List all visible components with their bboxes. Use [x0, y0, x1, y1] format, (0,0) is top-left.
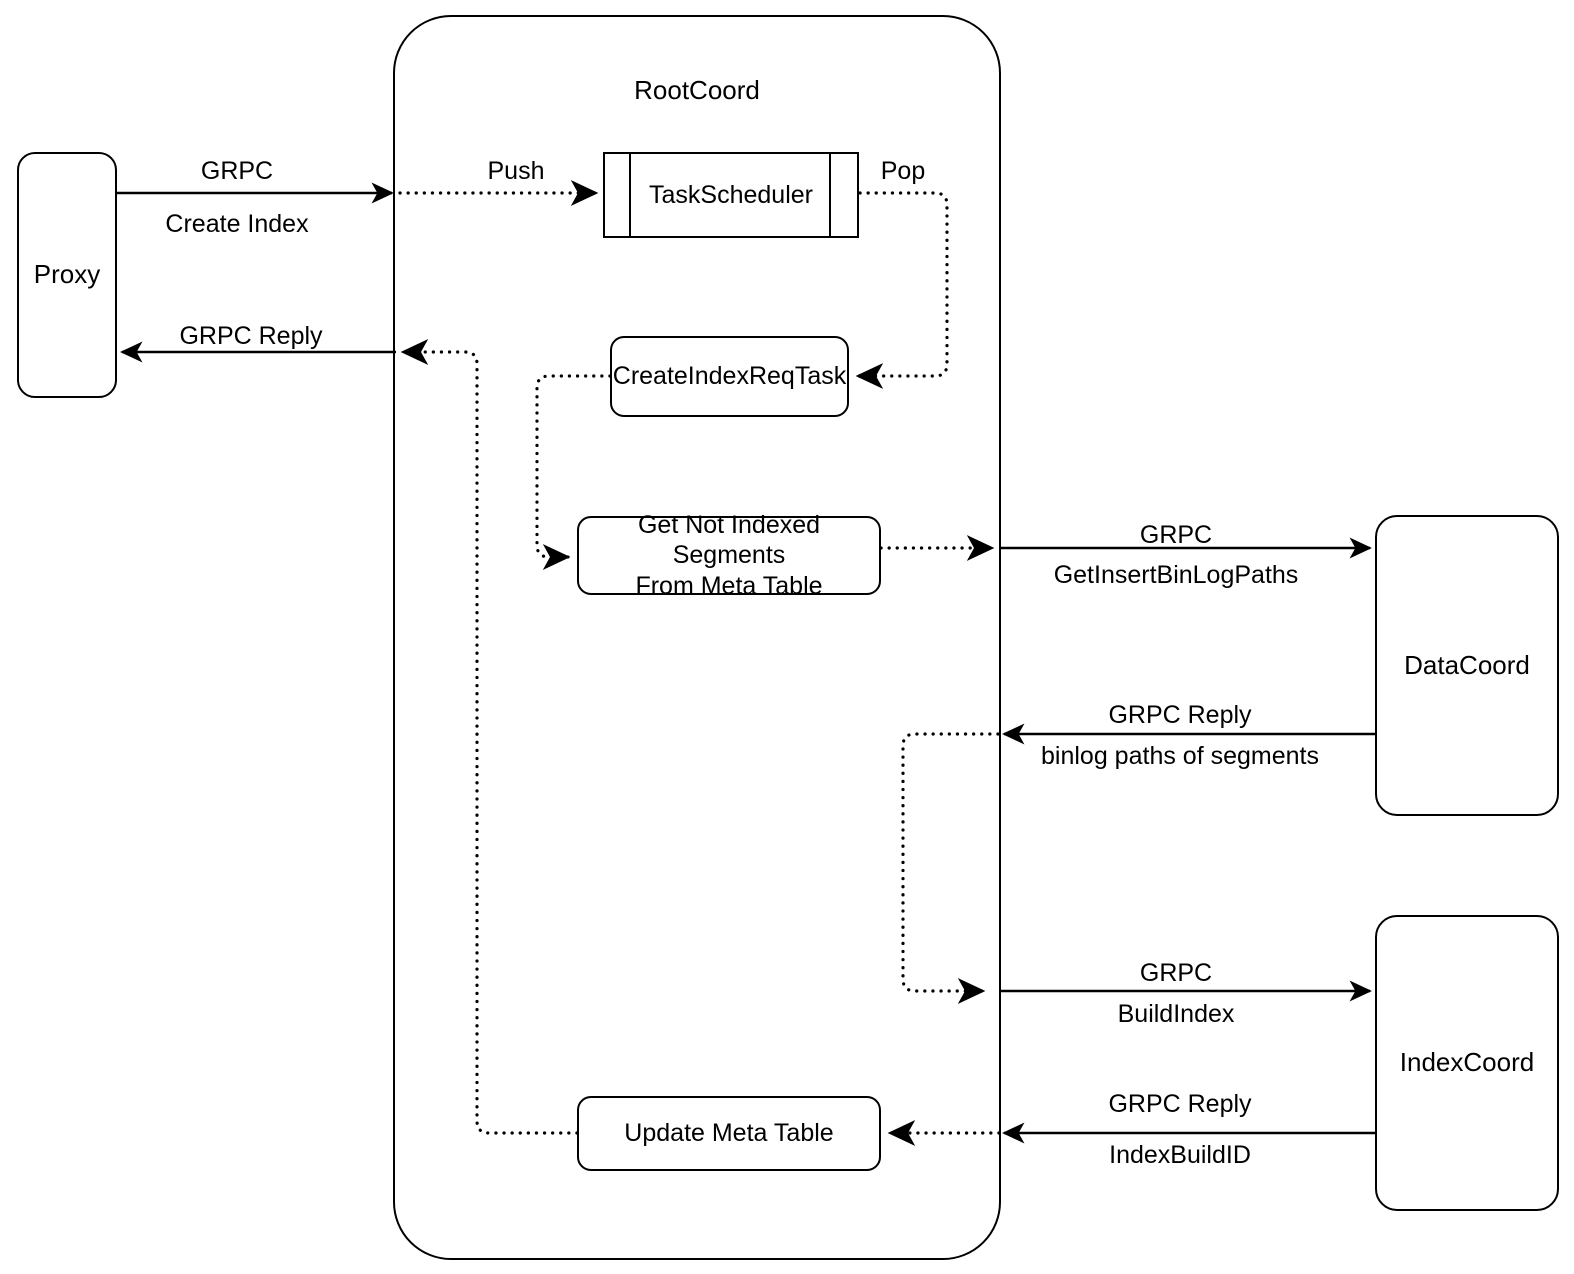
node-proxy-label: Proxy: [33, 259, 101, 290]
node-task-scheduler-label: TaskScheduler: [649, 180, 813, 209]
rootcoord-title: RootCoord: [634, 75, 760, 105]
edge-label-pop: Pop: [880, 157, 926, 185]
node-datacoord-label: DataCoord: [1404, 649, 1530, 680]
node-get-not-indexed-segments-label: Get Not Indexed Segments From Meta Table: [635, 510, 823, 600]
edge-label-indexcoord-reply-line1: GRPC Reply: [1108, 1090, 1252, 1118]
edge-label-grpc-reply-proxy: GRPC Reply: [179, 322, 323, 350]
node-indexcoord[interactable]: IndexCoord: [1375, 915, 1559, 1211]
node-datacoord[interactable]: DataCoord: [1375, 515, 1559, 816]
node-get-not-indexed-segments[interactable]: Get Not Indexed Segments From Meta Table: [577, 511, 881, 600]
edge-label-datacoord-reply-line1: GRPC Reply: [1108, 701, 1252, 729]
edge-label-datacoord-request-line2: GetInsertBinLogPaths: [1053, 561, 1299, 589]
edge-label-datacoord-reply-line2: binlog paths of segments: [1041, 742, 1319, 770]
edge-label-push: Push: [487, 157, 545, 185]
rootcoord-container: RootCoord: [393, 15, 1001, 1260]
edge-label-indexcoord-request-line2: BuildIndex: [1117, 1000, 1235, 1028]
edge-label-indexcoord-request-line1: GRPC: [1139, 959, 1213, 987]
edge-label-datacoord-request-line1: GRPC: [1139, 521, 1213, 549]
edge-label-grpc-create-index-line1: GRPC: [200, 157, 274, 185]
node-create-index-req-task-label: CreateIndexReqTask: [612, 362, 847, 391]
node-indexcoord-label: IndexCoord: [1399, 1047, 1535, 1078]
node-task-scheduler[interactable]: TaskScheduler: [603, 152, 859, 238]
edge-label-indexcoord-reply-line2: IndexBuildID: [1109, 1141, 1251, 1169]
node-update-meta-table-label: Update Meta Table: [624, 1119, 834, 1148]
edge-label-grpc-create-index-line2: Create Index: [165, 210, 309, 238]
node-update-meta-table[interactable]: Update Meta Table: [577, 1096, 881, 1171]
node-create-index-req-task[interactable]: CreateIndexReqTask: [610, 336, 849, 417]
node-proxy[interactable]: Proxy: [17, 152, 117, 398]
